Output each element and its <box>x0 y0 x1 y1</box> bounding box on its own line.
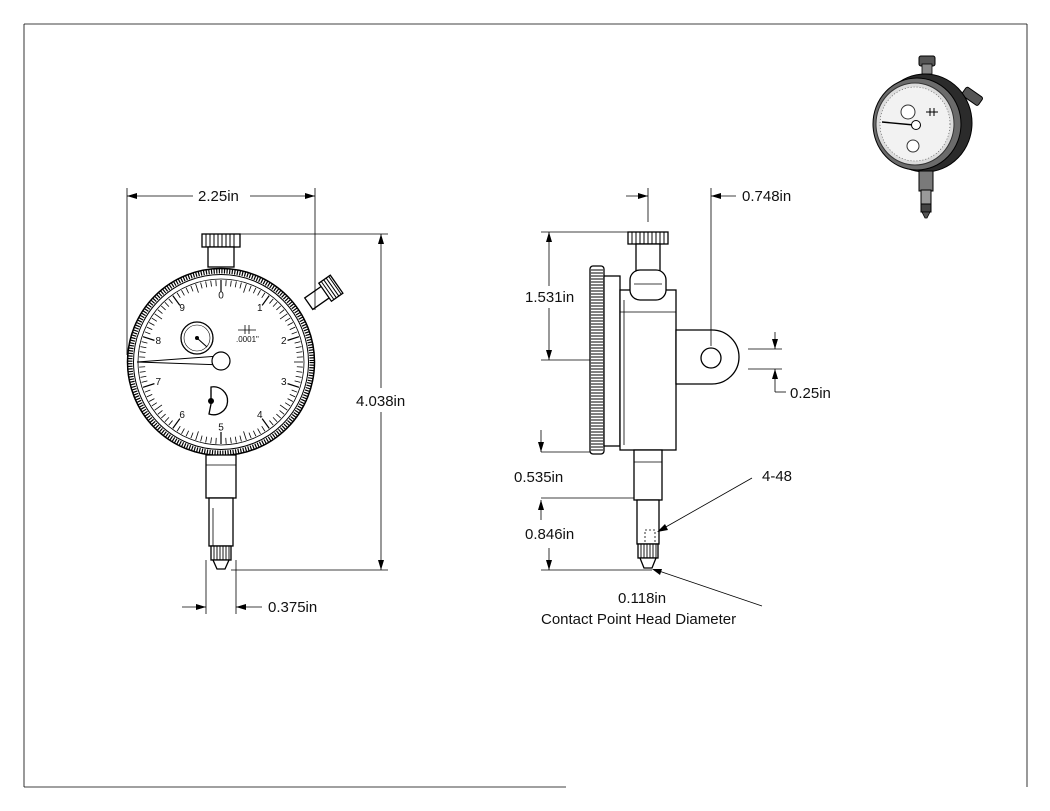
dial-number: 2 <box>281 336 287 347</box>
side-lock-knob <box>629 269 667 301</box>
upper-height-dimension: 1.531in <box>525 289 574 306</box>
dial-number: 7 <box>155 377 161 388</box>
dial-number: 3 <box>281 377 287 388</box>
dial-graduations <box>139 280 303 444</box>
side-stem <box>633 449 663 501</box>
front-dimensions: 2.25in 4.038in 0.375in <box>126 188 405 616</box>
side-view <box>589 231 740 569</box>
point-length-dimension: 0.846in <box>525 526 574 543</box>
lug-hole <box>700 347 722 369</box>
thread-callout: 4-48 <box>762 468 792 485</box>
resolution-mark: .0001" <box>236 325 259 344</box>
svg-text:.0001": .0001" <box>236 335 259 344</box>
lug-offset-dimension: 0.748in <box>742 188 791 205</box>
side-dimensions: 0.748in 1.531in 0.25in 0.535in 0.846in <box>514 188 831 628</box>
dial-number: 0 <box>218 291 224 302</box>
contact-diameter-dimension: 0.118in <box>618 590 666 607</box>
height-dimension: 4.038in <box>356 393 405 410</box>
isometric-view <box>872 55 983 219</box>
dial-number: 1 <box>257 303 263 314</box>
dial-number: 5 <box>218 423 224 434</box>
stem-dimension: 0.375in <box>268 599 317 616</box>
side-body <box>619 289 677 451</box>
drawing-border <box>23 23 1028 788</box>
dial-number: 4 <box>257 410 263 421</box>
side-spindle <box>636 499 660 545</box>
stem-lower-dimension: 0.535in <box>514 469 563 486</box>
contact-caption: Contact Point Head Diameter <box>541 611 736 628</box>
stem <box>205 454 237 499</box>
dial-number: 6 <box>179 410 185 421</box>
lug-hole-dimension: 0.25in <box>790 385 831 402</box>
lower-counter <box>208 386 229 416</box>
dial-numbers: 0 1 2 3 4 5 6 7 8 9 <box>155 291 287 434</box>
dial-number: 8 <box>155 336 161 347</box>
dial-number: 9 <box>179 303 185 314</box>
width-dimension: 2.25in <box>198 188 239 205</box>
lock-knob <box>303 274 344 311</box>
front-view: 0 1 2 3 4 5 6 7 8 9 .0001" <box>126 233 344 570</box>
